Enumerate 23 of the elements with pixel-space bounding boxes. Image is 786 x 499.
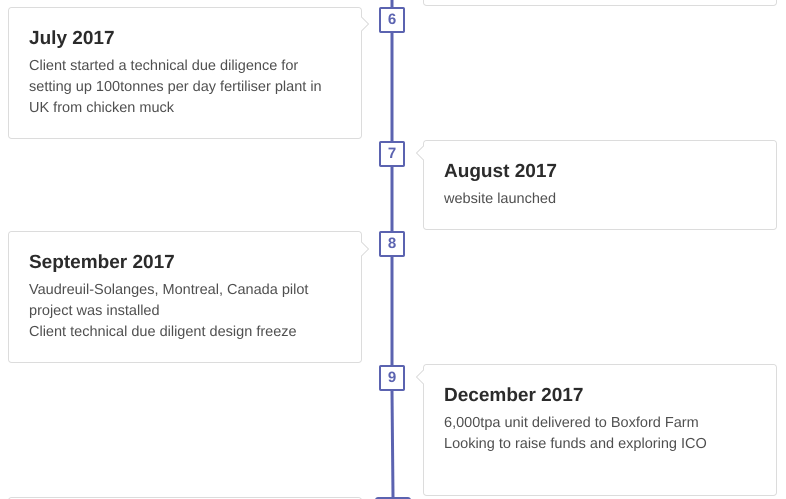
event-date: August 2017	[444, 160, 557, 184]
event-description: website launched	[444, 190, 556, 209]
event-description: Client started a technical due diligence for setting up 100tonnes per day fertiliser plant in UK from chicken muck	[29, 57, 323, 118]
step-marker: 7	[379, 141, 405, 167]
step-marker: 6	[379, 7, 405, 33]
timeline-line	[390, 390, 394, 498]
event-card	[416, 140, 777, 230]
event-description: Vaudreuil-Solanges, Montreal, Canada pilot project was installed	[29, 281, 310, 321]
event-date: December 2017	[444, 384, 584, 408]
event-card	[8, 7, 369, 139]
timeline-line	[390, 33, 394, 141]
timeline-line	[390, 167, 394, 231]
timeline-line	[390, 257, 394, 365]
event-description: Looking to raise funds and exploring ICO	[444, 435, 707, 454]
event-description: 6,000tpa unit delivered to Boxford Farm	[444, 414, 699, 433]
step-marker: 9	[379, 365, 405, 391]
event-date: September 2017	[29, 251, 175, 275]
step-marker: 8	[379, 231, 405, 257]
event-card	[8, 231, 369, 363]
event-description: Client technical due diligent design freeze	[29, 323, 297, 342]
event-card	[416, 364, 777, 496]
timeline-line	[390, 0, 394, 7]
event-date: July 2017	[29, 27, 115, 51]
